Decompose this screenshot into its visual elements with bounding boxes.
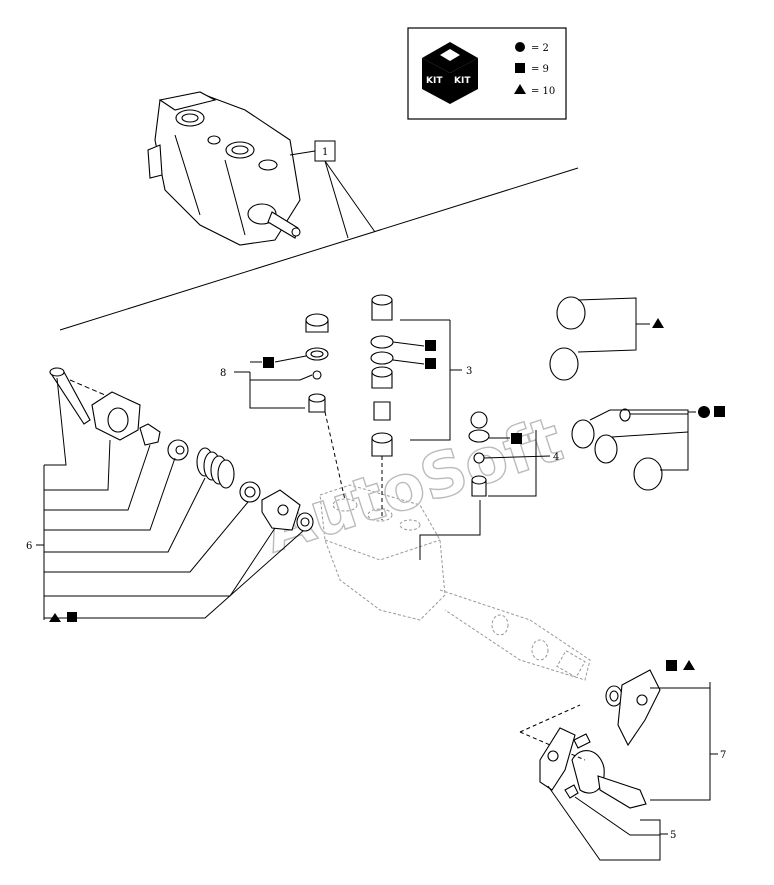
legend-circle-qty: = 2	[531, 43, 549, 54]
callout-6: 6	[26, 541, 32, 552]
group-6-parts: 6	[26, 367, 314, 622]
callout-7: 7	[720, 750, 726, 761]
callout-5: 5	[670, 830, 676, 841]
kit-label-right: KIT	[454, 76, 471, 86]
separator-line	[59, 167, 579, 331]
square-marker-icon	[425, 358, 436, 369]
square-symbol-icon	[515, 63, 525, 73]
group-5-parts: 5	[539, 727, 676, 861]
triangle-marker-icon	[683, 660, 695, 670]
triangle-marker-icon	[652, 318, 664, 328]
legend-square-qty: = 9	[531, 64, 549, 75]
kit-label-left: KIT	[426, 76, 443, 86]
spring-icon	[196, 447, 235, 489]
group-3-parts: 3	[370, 294, 472, 520]
kit-legend: KIT KIT = 2 = 9 = 10	[407, 27, 567, 120]
circle-symbol-icon	[515, 42, 525, 52]
legend-triangle-qty: = 10	[531, 86, 555, 97]
triangle-marker-icon	[49, 613, 61, 622]
group-7-parts: 7	[519, 660, 726, 809]
circle-marker-icon	[698, 406, 710, 418]
callout-3: 3	[466, 366, 472, 377]
assembly-ref-label: 1	[322, 147, 328, 158]
o-rings-triangle	[549, 296, 664, 381]
square-marker-icon	[425, 340, 436, 351]
group-8-parts: 8	[220, 313, 346, 501]
square-marker-icon	[67, 612, 77, 622]
watermark: AutoSoft	[255, 402, 571, 567]
kit-cube-icon: KIT KIT	[422, 42, 478, 104]
triangle-symbol-icon	[514, 84, 526, 94]
square-marker-icon	[511, 433, 522, 444]
square-marker-icon	[263, 357, 274, 368]
valve-section-assembly: 1	[147, 91, 376, 246]
group-4-parts: 4	[419, 411, 559, 560]
square-marker-icon	[714, 406, 725, 417]
callout-4: 4	[553, 452, 559, 463]
o-rings-circle-square	[571, 406, 725, 491]
callout-8: 8	[220, 368, 226, 379]
square-marker-icon	[666, 660, 677, 671]
